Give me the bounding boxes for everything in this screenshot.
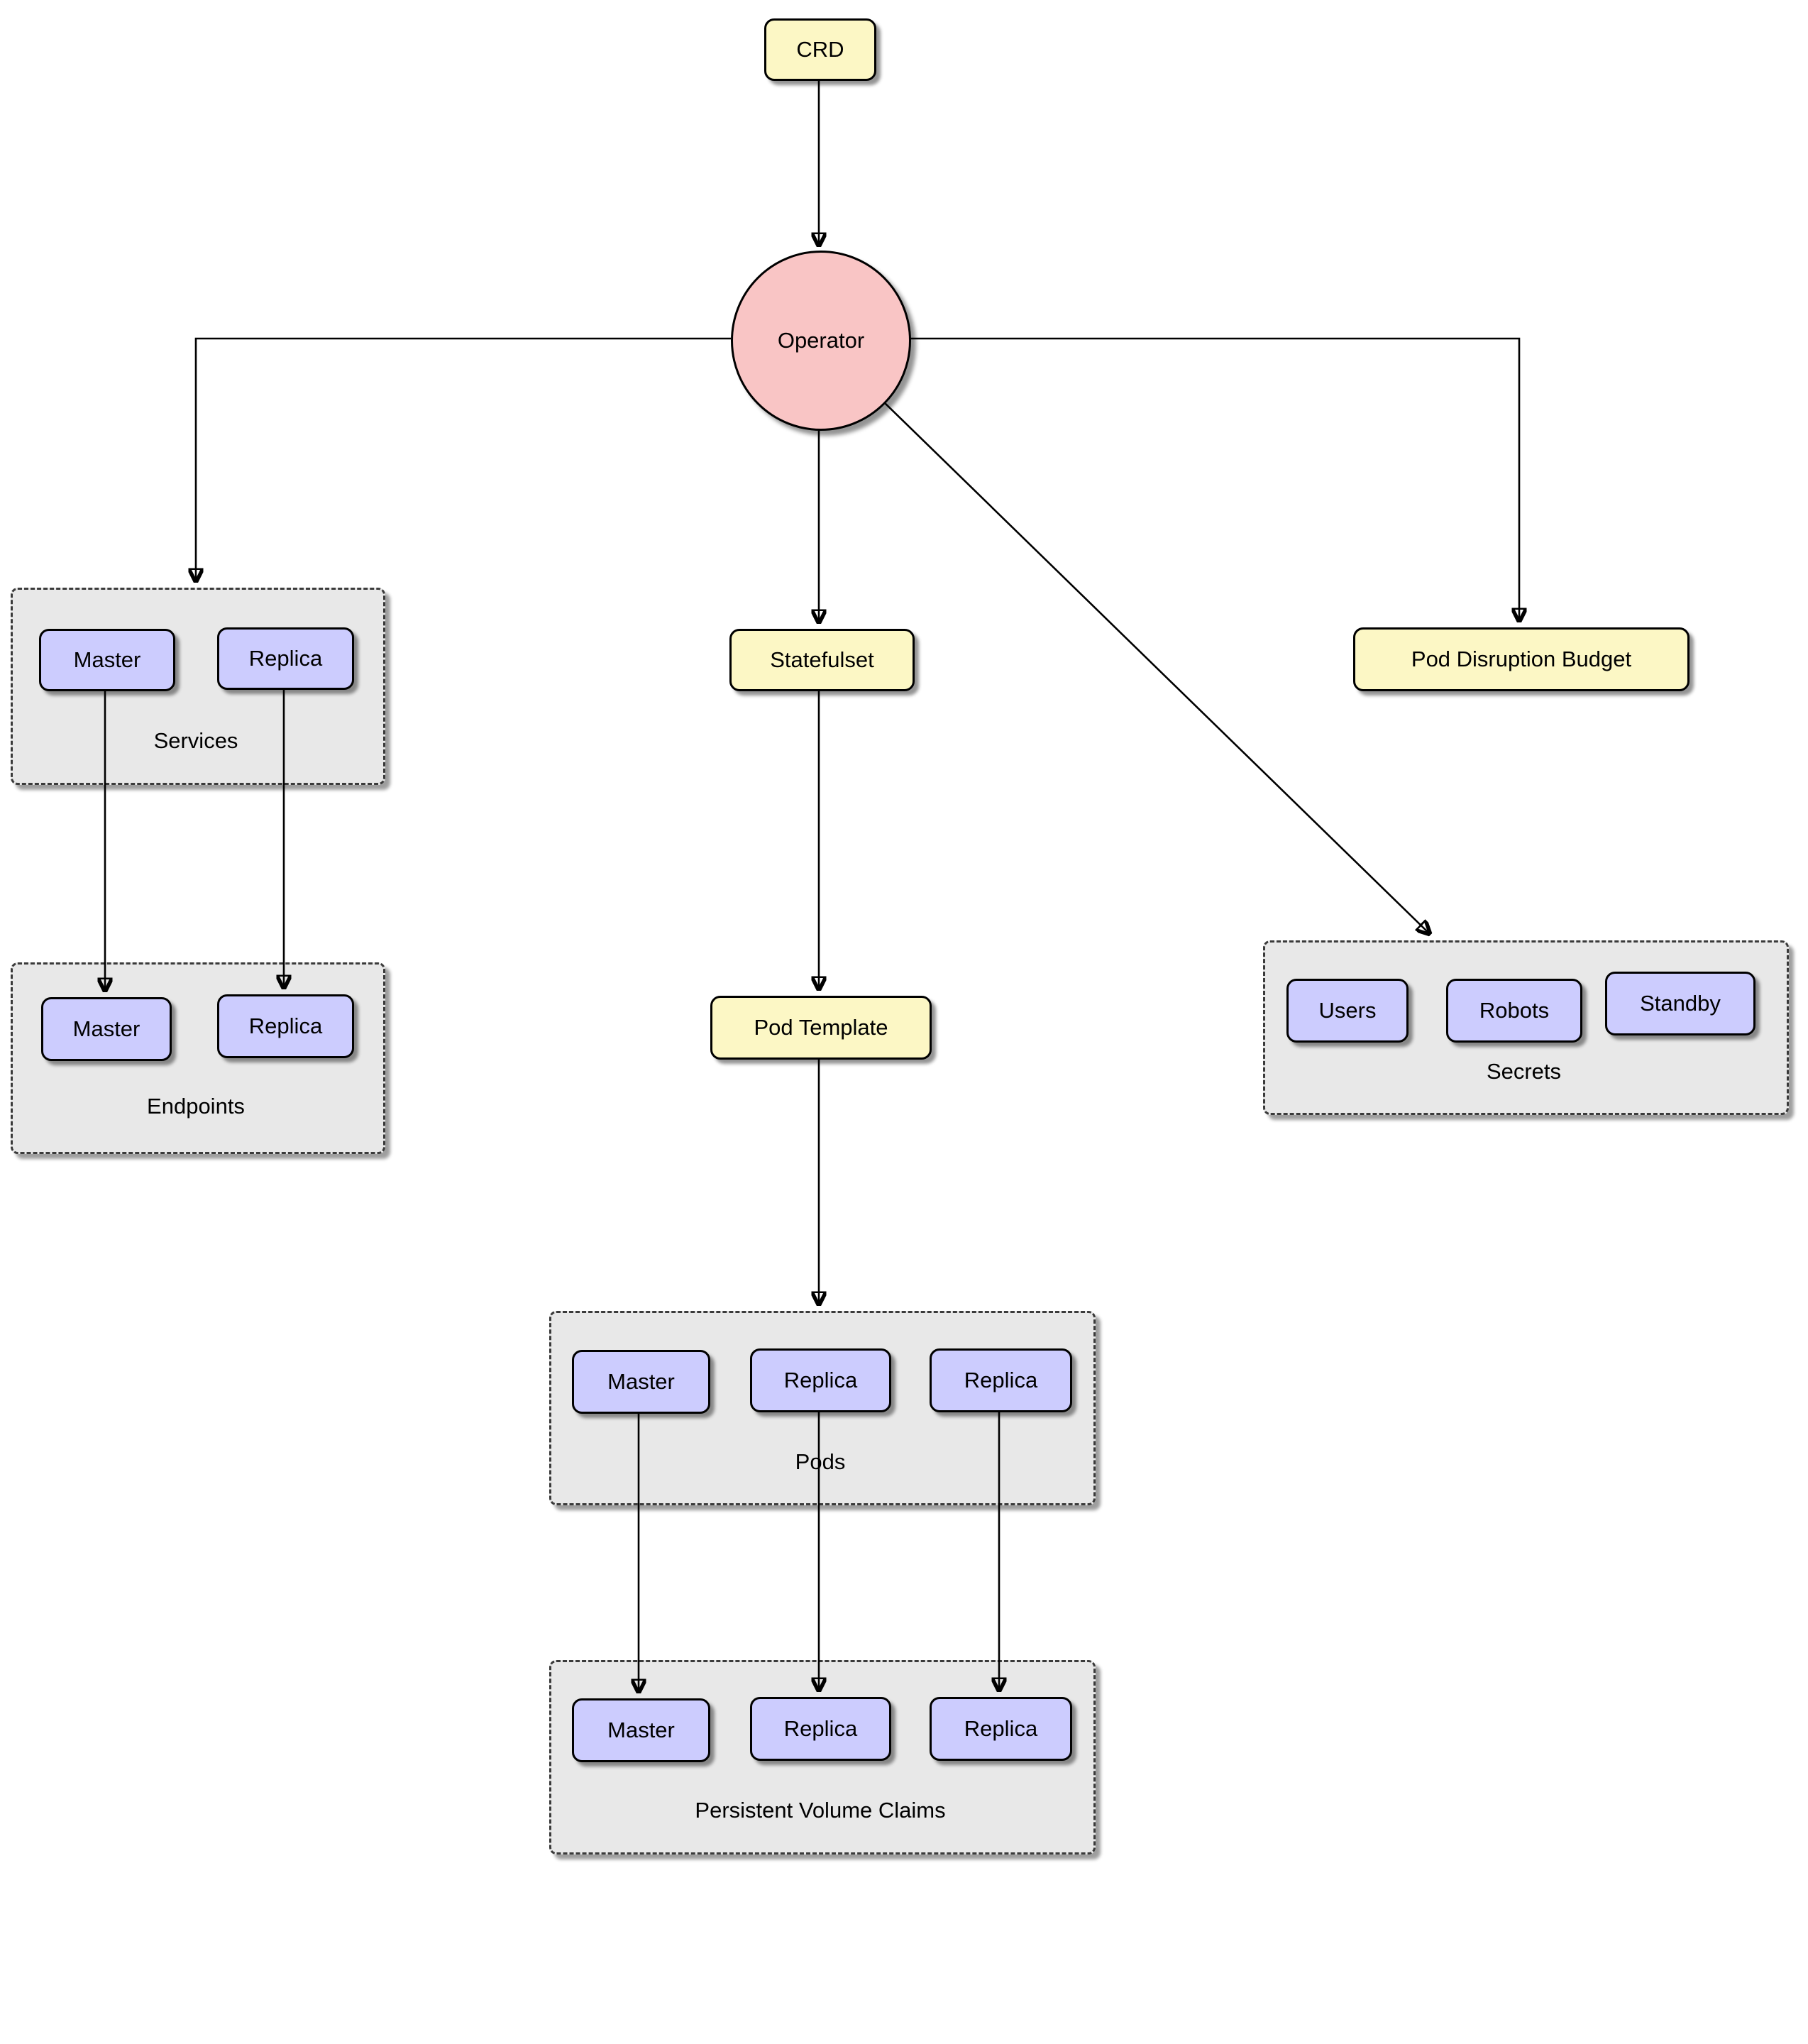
node-secrets-robots: Robots [1446, 979, 1582, 1043]
group-label-endpoints: Endpoints [147, 1094, 245, 1119]
node-services-master: Master [39, 629, 175, 691]
node-pvc-replica-1: Replica [750, 1697, 891, 1761]
node-services-replica: Replica [217, 627, 354, 690]
edge-operator-services [196, 337, 731, 581]
node-statefulset: Statefulset [729, 629, 915, 691]
node-secrets-users: Users [1286, 979, 1409, 1043]
node-crd: CRD [764, 18, 876, 81]
node-pods-replica-1: Replica [750, 1348, 891, 1412]
group-label-services: Services [153, 728, 238, 753]
node-pod-disruption-budget: Pod Disruption Budget [1353, 627, 1690, 691]
node-pvc-replica-2: Replica [930, 1697, 1072, 1761]
node-pod-template: Pod Template [710, 996, 932, 1060]
edge-operator-secrets [881, 400, 1429, 933]
node-operator: Operator [731, 251, 911, 431]
node-pods-master: Master [572, 1350, 710, 1414]
group-label-persistent-volume-claims: Persistent Volume Claims [695, 1798, 946, 1823]
node-secrets-standby: Standby [1605, 972, 1755, 1035]
group-label-secrets: Secrets [1486, 1059, 1562, 1084]
node-pods-replica-2: Replica [930, 1348, 1072, 1412]
group-label-pods: Pods [795, 1449, 846, 1474]
node-endpoints-replica: Replica [217, 994, 354, 1058]
node-pvc-master: Master [572, 1698, 710, 1762]
edge-operator-pod-disruption-budget [907, 337, 1519, 620]
node-endpoints-master: Master [41, 997, 172, 1061]
